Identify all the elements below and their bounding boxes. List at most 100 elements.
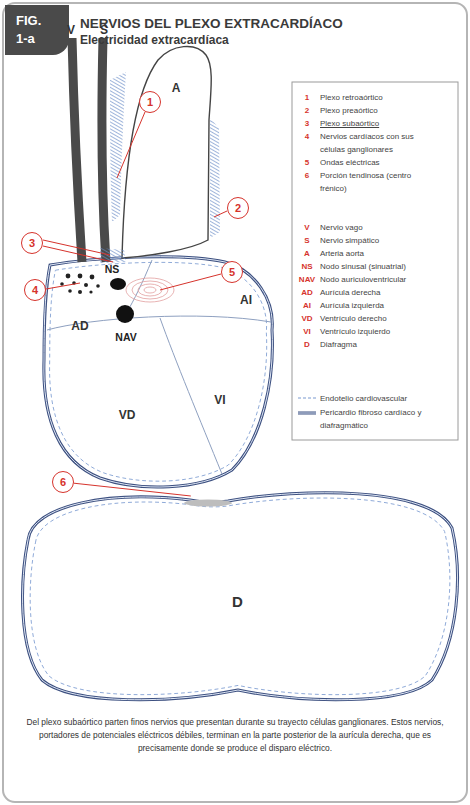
ganglion-cell (89, 290, 92, 293)
legend-code: NS (301, 260, 312, 273)
anatomy-label: V (67, 23, 75, 37)
septum-line (160, 318, 222, 474)
callout-number: 3 (29, 237, 35, 249)
anatomy-label: AI (240, 293, 252, 307)
vagus-nerve (72, 38, 82, 262)
legend-code: AD (301, 286, 313, 299)
legend-code: NAV (299, 273, 315, 286)
legend-text: Nodo auriculoventricular (320, 273, 406, 286)
sympathetic-nerve (102, 38, 106, 262)
ganglion-cell (68, 289, 72, 293)
aorta (122, 46, 211, 258)
ganglion-cell (84, 283, 88, 287)
legend-code: S (304, 234, 309, 247)
anatomy-label: D (232, 593, 243, 610)
anatomy-label: VD (119, 408, 136, 422)
leader-line (74, 483, 191, 496)
leader-line (160, 274, 221, 290)
leader-line (43, 240, 110, 255)
diaphragm-shape: D (15, 496, 460, 706)
figure-tab: FIG. 1-a (5, 5, 69, 55)
legend-text: Porción tendinosa (centro frénico) (320, 169, 420, 195)
callout-circle: 1 (139, 91, 161, 113)
anatomy-label: S (100, 23, 108, 37)
electric-wave (126, 278, 174, 302)
legend-code: 2 (305, 104, 309, 117)
preaortic-plexus (210, 118, 220, 238)
diaphragm-border-inner (23, 493, 458, 700)
sinus-node (110, 278, 126, 290)
callout-number: 5 (229, 266, 235, 278)
figure-title: NERVIOS DEL PLEXO EXTRACARDÍACO (80, 16, 343, 31)
callout-circle: 6 (52, 471, 74, 493)
av-node (116, 305, 134, 323)
legend-code: A (304, 247, 310, 260)
ganglion-cell (96, 284, 100, 288)
legend-text: Ventrículo izquierdo (320, 325, 390, 338)
legend-text: Nervios cardíacos con sus células gangli… (320, 130, 420, 156)
legend-text: Ondas eléctricas (320, 156, 380, 169)
electric-wave (132, 281, 168, 299)
leader-line (46, 283, 80, 289)
callout-number: 1 (147, 96, 153, 108)
pericardium-outline (44, 257, 273, 487)
ganglion-cell (78, 274, 83, 279)
caption: Del plexo subaórtico parten finos nervio… (18, 716, 452, 755)
pericardium-inner (44, 257, 273, 487)
legend-sample-double-inner (298, 413, 316, 414)
legend-text: Aurícula derecha (320, 286, 380, 299)
legend-code: D (304, 338, 310, 351)
anatomy-label: A (172, 81, 181, 95)
legend-code: 4 (305, 130, 309, 143)
callout-circle: 2 (227, 197, 249, 219)
callout-number: 4 (32, 284, 38, 296)
legend-text: Nervio simpático (320, 234, 379, 247)
legend-text: Arteria aorta (320, 247, 364, 260)
endothelium-line (50, 262, 267, 481)
ganglion-cell (78, 290, 82, 294)
legend-code: AI (303, 299, 311, 312)
legend-text: Endotelio cardiovascular (320, 392, 407, 405)
legend-code: 1 (305, 91, 309, 104)
legend-code: 3 (305, 117, 309, 130)
callout-circle: 4 (24, 279, 46, 301)
legend-code: VD (301, 312, 312, 325)
subaortic-plexus (100, 248, 126, 263)
leader-line (43, 246, 113, 262)
legend-text: Nodo sinusal (sinuatrial) (320, 260, 406, 273)
legend-text: Nervio vago (320, 221, 363, 234)
legend-text: Plexo retroaórtico (320, 91, 383, 104)
legend-text: Diafragma (320, 338, 357, 351)
retroaortic-plexus (110, 72, 126, 222)
anatomy-label: AD (71, 319, 88, 333)
legend-sample-double (298, 412, 316, 415)
ganglion-cell (60, 282, 64, 286)
atrial-septum-line (127, 260, 152, 312)
callout-circle: 3 (21, 232, 43, 254)
legend-box (292, 82, 458, 440)
tendinous-portion (184, 500, 232, 507)
leader-line (117, 112, 145, 178)
diaphragm-border (23, 493, 458, 700)
legend-text: Pericardio fibroso cardíaco y diafragmát… (320, 406, 430, 432)
leader-line (214, 211, 227, 217)
anatomy-label: NAV (115, 331, 136, 343)
ganglion-cell (90, 275, 95, 280)
anatomy-label: NS (105, 263, 120, 275)
legend-code: VI (303, 325, 311, 338)
callout-number: 2 (235, 202, 241, 214)
legend-text: Plexo preaórtico (320, 104, 378, 117)
legend-code: 6 (305, 169, 309, 182)
ganglion-cell (66, 274, 71, 279)
callout-number: 6 (60, 476, 66, 488)
electric-wave (138, 284, 162, 296)
legend-text: Plexo subaórtico (320, 117, 379, 130)
anatomy-label: VI (214, 393, 225, 407)
legend-code: V (304, 221, 309, 234)
frame (3, 3, 467, 802)
electric-wave (144, 287, 156, 293)
figure-number: FIG. 1-a (16, 12, 50, 48)
legend-sample-dashed (298, 397, 316, 398)
callout-circle: 5 (221, 261, 243, 283)
